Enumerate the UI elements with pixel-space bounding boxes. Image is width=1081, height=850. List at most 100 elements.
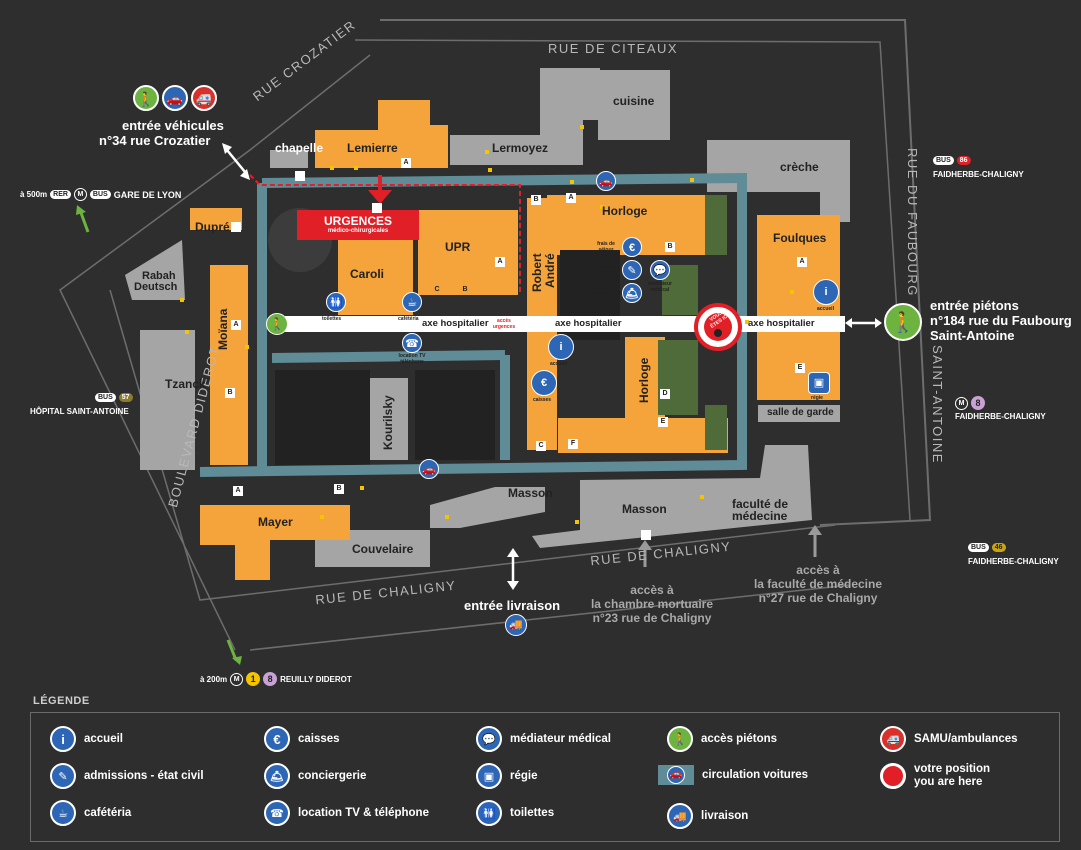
accueil-center-icon[interactable]: i — [548, 334, 574, 360]
building-andre: André — [543, 253, 557, 288]
building-masson-north: Masson — [508, 486, 553, 500]
bus-badge-57: BUS — [95, 393, 116, 402]
door-f-horloge: F — [568, 439, 578, 449]
bus-46-stop: FAIDHERBE-CHALIGNY — [968, 557, 1059, 566]
green-arrows — [78, 209, 238, 661]
conciergerie-icon[interactable]: 🛎 — [622, 283, 642, 303]
metro-8-stop: FAIDHERBE-CHALIGNY — [955, 412, 1046, 421]
gare-de-lyon-name: GARE DE LYON — [113, 189, 182, 200]
ring-road-swatch: 🚗 — [658, 765, 694, 785]
urgences-subtitle: médico-chirurgicales — [327, 228, 389, 234]
cafeteria-map-label: cafétéria — [398, 316, 419, 322]
legend-admissions: ✎ admissions - état civil — [50, 763, 204, 789]
door-masson — [641, 530, 651, 540]
door-a-mayer: A — [233, 486, 243, 496]
entree-vehicules-address: n°34 rue Crozatier — [99, 133, 211, 148]
legend-location: ☎ location TV & téléphone — [264, 800, 429, 826]
info-icon: i — [50, 726, 76, 752]
toilet-icon: 🚻 — [476, 800, 502, 826]
phone-icon: ☎ — [264, 800, 290, 826]
accueil-east-icon[interactable]: i — [813, 279, 839, 305]
cafeteria-icon[interactable]: ☕ — [402, 292, 422, 312]
coffee-icon: ☕ — [50, 800, 76, 826]
metro-8-reuilly-number: 8 — [263, 672, 278, 686]
entree-pietons-title: entrée piétons — [930, 298, 1019, 313]
frais-map-label: frais de séjour — [597, 241, 615, 253]
location-tv-icon[interactable]: ☎ — [402, 333, 422, 353]
legend-toilettes: 🚻 toilettes — [476, 800, 554, 826]
bus-badge-46: BUS — [968, 543, 989, 552]
door-e-foulques: E — [795, 363, 805, 373]
door-d-horloge: D — [660, 389, 670, 399]
legend-title: LÉGENDE — [33, 695, 90, 707]
axe-hospitalier-1: axe hospitalier — [422, 318, 489, 329]
transit-metro-8: M 8 — [955, 396, 985, 410]
legend-box — [30, 712, 1060, 842]
concierge-bell-icon: 🛎 — [264, 763, 290, 789]
courtyards — [268, 208, 620, 465]
entree-pietons-street: Saint-Antoine — [930, 328, 1015, 343]
legend-mediateur-label: médiateur médical — [510, 733, 611, 745]
regie-icon[interactable]: ▣ — [808, 372, 830, 394]
legend-livraison: 🚚 livraison — [667, 803, 748, 829]
admissions-icon[interactable]: ✎ — [622, 260, 642, 280]
toilettes-map-label: toilettes — [322, 316, 342, 322]
map-drawing — [59, 19, 932, 665]
legend-mediateur: 💬 médiateur médical — [476, 726, 611, 752]
target-icon — [880, 763, 906, 789]
transit-bus-46: BUS 46 — [968, 543, 1006, 552]
building-caroli: Caroli — [350, 267, 385, 281]
building-mayer: Mayer — [258, 515, 293, 529]
metro-icon: M — [73, 188, 87, 201]
street-saint-antoine: SAINT-ANTOINE — [930, 345, 945, 464]
street-rue-de-citeaux: RUE DE CITEAUX — [548, 41, 679, 56]
legend-regie-label: régie — [510, 770, 538, 782]
legend-cafeteria-label: cafétéria — [84, 807, 132, 819]
accueil-map-label-1: accueil — [550, 361, 567, 367]
building-creche: crèche — [780, 160, 819, 174]
metro-icon-8: M — [955, 396, 968, 410]
legend-pietons-label: accès piétons — [701, 733, 778, 745]
door-a-lemierre: A — [401, 158, 411, 168]
building-moiana: Moïana — [216, 308, 230, 350]
fac-access-line-1: accès à — [796, 563, 840, 577]
door-marks — [180, 125, 794, 524]
toilettes-icon[interactable]: 🚻 — [326, 292, 346, 312]
legend-accueil-label: accueil — [84, 733, 123, 745]
axe-hospitalier-2: axe hospitalier — [555, 318, 622, 329]
gare-distance: à 500m — [20, 190, 48, 199]
building-tzanck: Tzanck — [165, 377, 206, 391]
door-a-horloge: A — [566, 193, 576, 203]
mediateur-icon[interactable]: 💬 — [650, 260, 670, 280]
building-kourilsky: Kourilsky — [381, 395, 395, 450]
bus-57-stop: HÔPITAL SAINT-ANTOINE — [30, 407, 129, 416]
car-legend-icon: 🚗 — [667, 766, 685, 784]
conciergerie-map-label: conciergerie — [592, 290, 622, 296]
building-foulques: Foulques — [773, 231, 827, 245]
building-lemierre: Lemierre — [347, 141, 398, 155]
door-e-horloge: E — [658, 417, 668, 427]
frais-de-sejour-icon[interactable]: € — [622, 237, 642, 257]
building-horloge-vertical: Horloge — [637, 357, 651, 403]
caisses-icon[interactable]: € — [531, 370, 557, 396]
legend-position-label-en: you are here — [914, 776, 983, 789]
metro-icon-reuilly: M — [230, 672, 244, 686]
garden-areas — [658, 195, 727, 450]
building-horloge-top: Horloge — [602, 204, 648, 218]
location-map-label: location TV téléphone — [398, 353, 426, 365]
building-cuisine: cuisine — [613, 94, 655, 108]
bus-57-number: 57 — [118, 393, 133, 402]
legend-toilettes-label: toilettes — [510, 807, 555, 819]
fac-access-line-2: la faculté de médecine — [753, 576, 883, 591]
urgences-route — [249, 174, 521, 292]
door-b-robert: B — [531, 195, 541, 205]
building-deutsch: Deutsch — [134, 281, 178, 293]
door-a-moiana: A — [231, 320, 241, 330]
ambulance-legend-icon: 🚑 — [880, 726, 906, 752]
entree-livraison-label: entrée livraison — [464, 598, 561, 613]
caisses-map-label: caisses — [533, 397, 552, 403]
faculte-access: accès à la faculté de médecine n°27 rue … — [748, 563, 888, 605]
transit-bus-86: BUS 86 — [933, 156, 971, 165]
door-a-foulques: A — [797, 257, 807, 267]
suitcase-icon: ▣ — [476, 763, 502, 789]
